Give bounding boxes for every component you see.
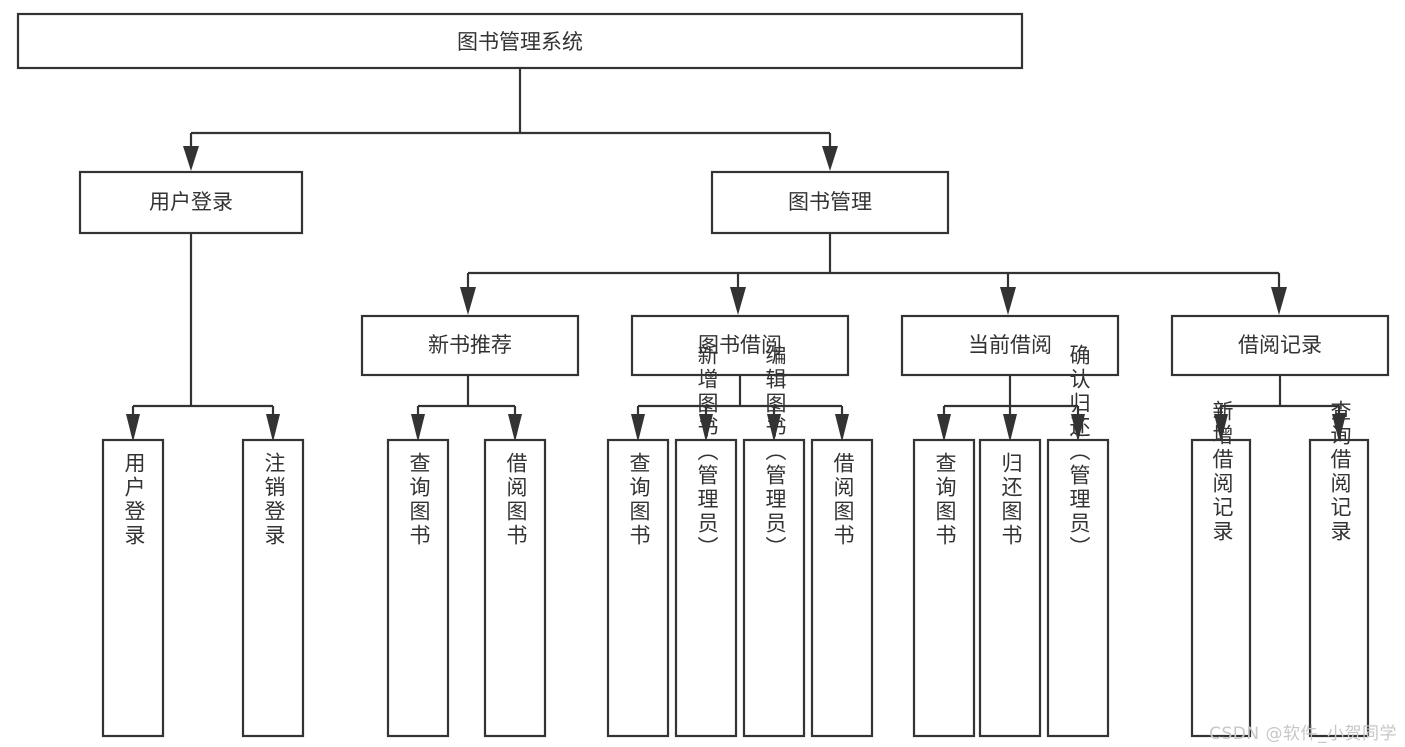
node-borrow-record-box[interactable]: [1170, 314, 1390, 377]
node-leaf-add-book-admin-label: 新增图书（管理员）: [695, 344, 719, 560]
node-leaf-add-book-admin[interactable]: 新增图书（管理员）: [674, 344, 738, 738]
arrow-bm-to-new-book: [460, 287, 476, 315]
node-current-borrow-label: 当前借阅: [968, 333, 1052, 357]
node-leaf-user-login-label: 用户登录: [122, 452, 146, 548]
node-user-login-box[interactable]: [78, 170, 304, 235]
arrow-br-to-leaf1: [1214, 414, 1228, 442]
arrow-nb-to-leaf2: [508, 414, 522, 442]
node-user-login-label: 用户登录: [149, 190, 233, 214]
node-leaf-edit-book-admin-label: 编辑图书（管理员）: [763, 344, 787, 560]
arrow-bm-to-borrow-record: [1271, 287, 1287, 315]
node-leaf-query-book-borrow-box[interactable]: [606, 438, 670, 738]
node-book-manage-box[interactable]: [710, 170, 950, 235]
node-leaf-borrow-book-rec-box[interactable]: [483, 438, 547, 738]
node-root-label: 图书管理系统: [457, 30, 583, 54]
node-leaf-add-borrow-record[interactable]: 新增借阅记录: [1190, 400, 1252, 738]
arrow-bb-to-leaf1: [631, 414, 645, 442]
node-book-manage-label: 图书管理: [788, 190, 872, 214]
node-leaf-borrow-book-rec[interactable]: 借阅图书: [483, 438, 547, 738]
node-leaf-borrow-book[interactable]: 借阅图书: [810, 438, 874, 738]
node-leaf-query-book-current[interactable]: 查询图书: [912, 438, 976, 738]
node-leaf-query-book-current-box[interactable]: [912, 438, 976, 738]
arrow-bb-to-leaf4: [835, 414, 849, 442]
node-current-borrow-box[interactable]: [900, 314, 1120, 377]
node-book-borrow[interactable]: 图书借阅: [630, 314, 850, 377]
arrow-br-to-leaf2: [1332, 414, 1346, 442]
arrow-cb-to-leaf2: [1003, 414, 1017, 442]
node-leaf-confirm-return-admin-label: 确认归还（管理员）: [1067, 344, 1091, 560]
node-leaf-return-book[interactable]: 归还图书: [978, 438, 1042, 738]
node-borrow-record[interactable]: 借阅记录: [1170, 314, 1390, 377]
arrow-bb-to-leaf2: [699, 414, 713, 442]
node-leaf-add-book-admin-box[interactable]: [674, 438, 738, 738]
node-user-login[interactable]: 用户登录: [78, 170, 304, 235]
arrow-bm-to-current-borrow: [1000, 287, 1016, 315]
node-leaf-query-book-rec-label: 查询图书: [407, 452, 431, 548]
node-leaf-user-logout-box[interactable]: [241, 438, 305, 738]
node-leaf-edit-book-admin-box[interactable]: [742, 438, 806, 738]
node-leaf-query-book-rec-box[interactable]: [386, 438, 450, 738]
arrow-bm-to-book-borrow: [730, 287, 746, 315]
node-leaf-query-borrow-record-label: 查询借阅记录: [1328, 400, 1352, 544]
node-leaf-query-borrow-record[interactable]: 查询借阅记录: [1308, 400, 1370, 738]
node-borrow-record-label: 借阅记录: [1238, 333, 1322, 357]
node-root[interactable]: 图书管理系统: [16, 12, 1024, 70]
arrow-nb-to-leaf1: [411, 414, 425, 442]
node-leaf-user-logout[interactable]: 注销登录: [241, 438, 305, 738]
node-book-manage[interactable]: 图书管理: [710, 170, 950, 235]
node-leaf-return-book-box[interactable]: [978, 438, 1042, 738]
node-leaf-query-book-rec[interactable]: 查询图书: [386, 438, 450, 738]
connector-layer: [126, 68, 1346, 442]
node-leaf-user-login[interactable]: 用户登录: [101, 438, 165, 738]
node-book-borrow-box[interactable]: [630, 314, 850, 377]
node-new-book-recommend[interactable]: 新书推荐: [360, 314, 580, 377]
node-leaf-query-book-borrow[interactable]: 查询图书: [606, 438, 670, 738]
node-leaf-borrow-book-box[interactable]: [810, 438, 874, 738]
arrow-ul-to-leaf2: [266, 414, 280, 442]
node-leaf-add-borrow-record-box[interactable]: [1190, 438, 1252, 738]
node-leaf-return-book-label: 归还图书: [999, 452, 1023, 548]
node-leaf-borrow-book-label: 借阅图书: [831, 452, 855, 548]
node-leaf-edit-book-admin[interactable]: 编辑图书（管理员）: [742, 344, 806, 738]
arrow-root-to-user-login: [183, 146, 199, 171]
node-leaf-query-book-borrow-label: 查询图书: [627, 452, 651, 548]
node-leaf-borrow-book-rec-label: 借阅图书: [504, 452, 528, 548]
node-leaf-query-book-current-label: 查询图书: [933, 452, 957, 548]
node-root-box[interactable]: [16, 12, 1024, 70]
arrow-ul-to-leaf1: [126, 414, 140, 442]
arrow-root-to-book-manage: [822, 146, 838, 171]
node-leaf-user-logout-label: 注销登录: [262, 452, 286, 548]
node-new-book-recommend-label: 新书推荐: [428, 333, 512, 357]
arrow-cb-to-leaf3: [1071, 414, 1085, 442]
node-book-borrow-label: 图书借阅: [698, 333, 782, 357]
node-leaf-user-login-box[interactable]: [101, 438, 165, 738]
node-current-borrow[interactable]: 当前借阅: [900, 314, 1120, 377]
arrow-cb-to-leaf1: [937, 414, 951, 442]
arrow-bb-to-leaf3: [767, 414, 781, 442]
node-leaf-confirm-return-admin[interactable]: 确认归还（管理员）: [1046, 344, 1110, 738]
node-leaf-confirm-return-admin-box[interactable]: [1046, 438, 1110, 738]
node-leaf-query-borrow-record-box[interactable]: [1308, 438, 1370, 738]
node-new-book-recommend-box[interactable]: [360, 314, 580, 377]
node-leaf-add-borrow-record-label: 新增借阅记录: [1210, 400, 1234, 544]
